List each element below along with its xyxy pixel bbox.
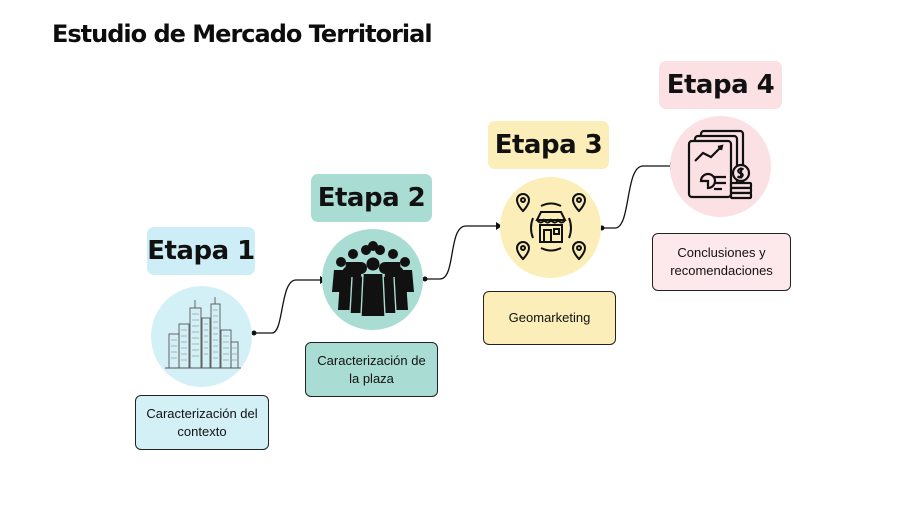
report-chart-icon (687, 129, 752, 199)
stage-2-circle (322, 229, 423, 330)
stage-3-label: Etapa 3 (488, 121, 609, 169)
stage-1-label: Etapa 1 (147, 227, 255, 275)
stage-3-circle (500, 177, 601, 278)
stage-3-description: Geomarketing (483, 291, 616, 345)
page-title: Estudio de Mercado Territorial (52, 20, 433, 48)
stage-4-circle (670, 116, 771, 217)
stage-4-label: Etapa 4 (659, 61, 782, 109)
store-location-icon (515, 192, 586, 260)
stage-1-circle (151, 286, 252, 387)
stage-4-description: Conclusiones y recomendaciones (652, 233, 791, 291)
stage-2-description: Caracterización de la plaza (305, 342, 438, 397)
stage-1-description: Caracterización del contexto (135, 395, 269, 450)
city-skyline-icon (164, 296, 241, 368)
crowd-icon (331, 240, 414, 316)
stage-2-label: Etapa 2 (311, 174, 432, 222)
